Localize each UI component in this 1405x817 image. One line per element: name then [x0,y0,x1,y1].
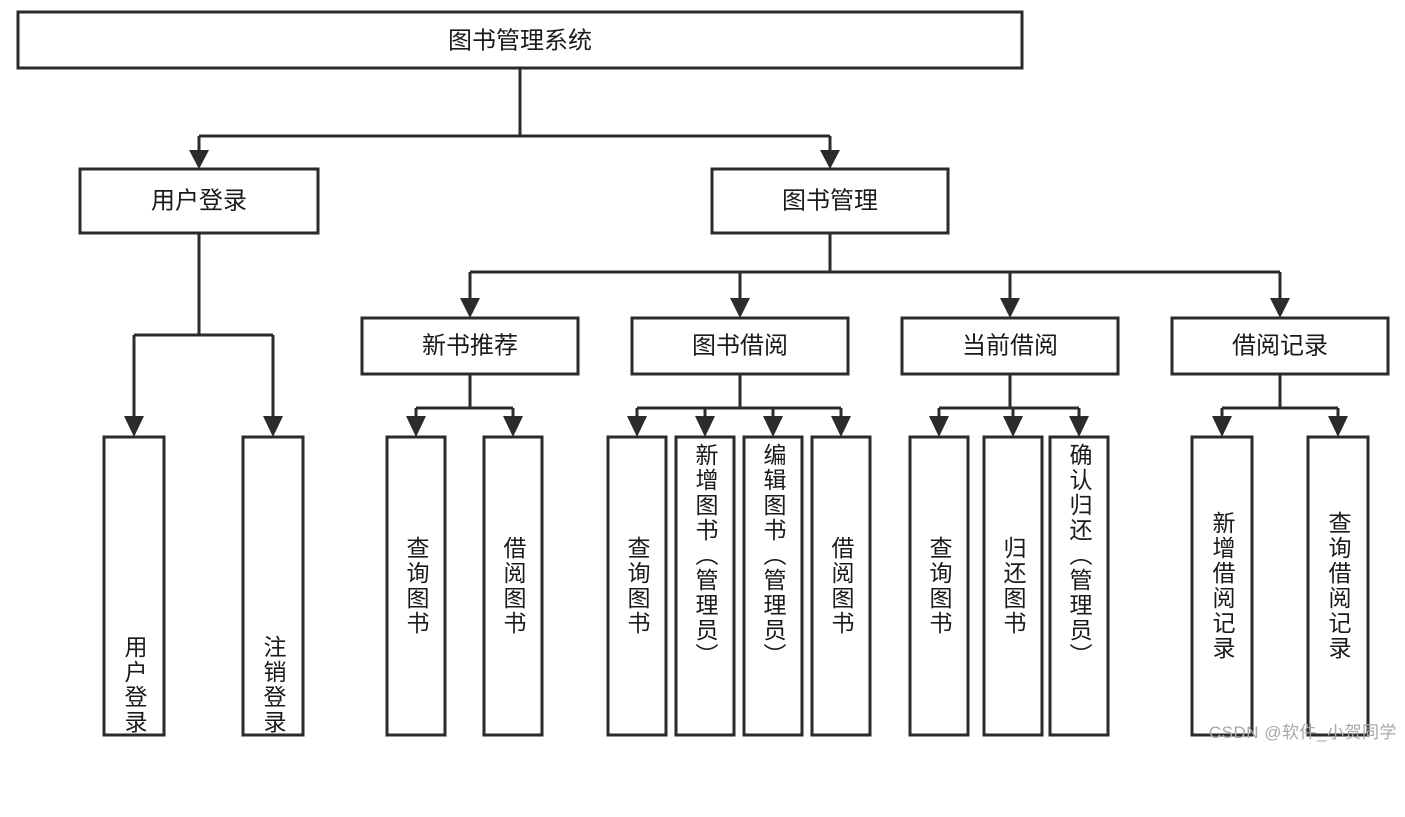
arrow-leaf-borrow-book-1 [503,416,523,437]
node-new-book-recommend-label: 新书推荐 [422,332,518,359]
leaf-node[interactable] [102,435,166,737]
node-book-management[interactable] [710,167,950,235]
leaf-node[interactable] [674,435,736,737]
node-borrow-record-label: 借阅记录 [1232,332,1328,359]
leaf-node[interactable] [908,435,970,737]
arrow-leaf-borrow-book-2 [831,416,851,437]
leaf-node[interactable] [1048,435,1110,737]
hierarchy-diagram: 图书管理系统 用户登录 图书管理 新书推荐 图书借阅 当前借阅 借阅记录 [16,10,1390,737]
arrow-leaf-user-login [124,416,144,437]
leaf-node[interactable] [1190,435,1254,737]
node-current-borrow-label: 当前借阅 [962,332,1058,359]
arrow-leaf-query-book-3 [929,416,949,437]
connector-layer [124,68,1348,437]
node-user-login[interactable] [78,167,320,235]
arrow-leaf-logout [263,416,283,437]
arrow-leaf-add-record [1212,416,1232,437]
arrow-to-new-book-rec [460,298,480,318]
leaf-node[interactable] [606,435,668,737]
arrow-to-book-borrow [730,298,750,318]
node-borrow-record[interactable] [1170,316,1390,376]
leaf-node[interactable] [1306,435,1370,737]
leaf-node[interactable] [810,435,872,737]
arrow-leaf-query-book-2 [627,416,647,437]
csdn-watermark: CSDN @软件_小贺同学 [1208,723,1397,742]
leaf-node[interactable] [742,435,804,737]
node-user-login-label: 用户登录 [151,187,247,214]
leaf-node[interactable] [482,435,544,737]
leaf-node[interactable] [385,435,447,737]
node-book-management-label: 图书管理 [782,187,878,214]
arrow-leaf-query-record [1328,416,1348,437]
arrow-leaf-query-book-1 [406,416,426,437]
node-book-borrow[interactable] [630,316,850,376]
arrow-to-book-mgmt [820,150,840,169]
node-root-book-management-system[interactable] [16,10,1024,70]
node-root-label: 图书管理系统 [448,27,592,54]
node-layer: 图书管理系统 用户登录 图书管理 新书推荐 图书借阅 当前借阅 借阅记录 [16,10,1390,376]
arrow-to-borrow-record [1270,298,1290,318]
arrow-to-user-login [189,150,209,169]
node-current-borrow[interactable] [900,316,1120,376]
leaf-node[interactable] [241,435,305,737]
node-new-book-recommend[interactable] [360,316,580,376]
diagram-canvas-root: 图书管理系统 用户登录 图书管理 新书推荐 图书借阅 当前借阅 借阅记录 用户登… [16,10,1397,742]
arrow-leaf-add-book [695,416,715,437]
arrow-leaf-confirm-return [1069,416,1089,437]
arrow-leaf-edit-book [763,416,783,437]
node-book-borrow-label: 图书借阅 [692,332,788,359]
leaf-node[interactable] [982,435,1044,737]
arrow-leaf-return-book [1003,416,1023,437]
arrow-to-current-borrow [1000,298,1020,318]
leaf-node-layer [102,435,1370,737]
